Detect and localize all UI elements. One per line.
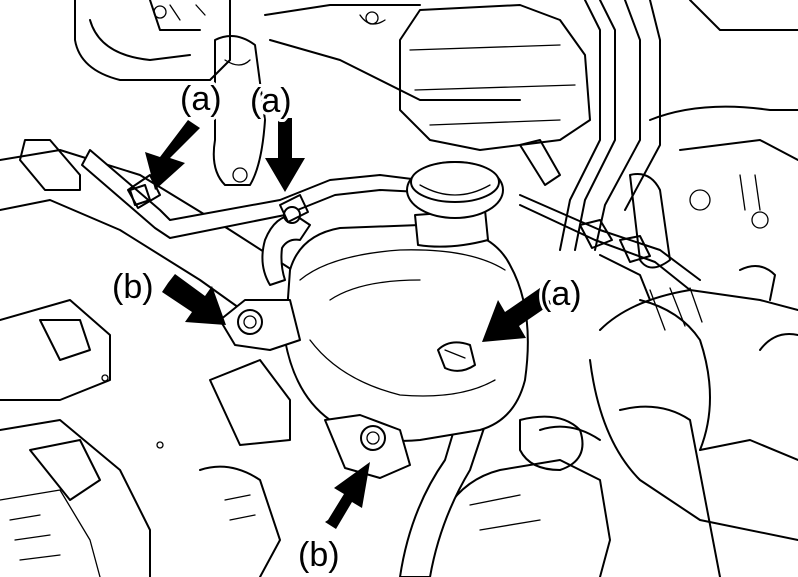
callout-label-b1: (b) bbox=[112, 268, 154, 306]
callout-label-b2: (b) bbox=[298, 536, 340, 574]
hose-clamp-upper-mid bbox=[279, 194, 309, 223]
arrow-b2 bbox=[325, 462, 370, 529]
arrow-a3 bbox=[482, 288, 554, 342]
arrow-a1 bbox=[145, 120, 200, 190]
arrow-a2 bbox=[265, 118, 305, 192]
arrow-b1 bbox=[162, 274, 226, 325]
callout-label-a1: (a) bbox=[180, 80, 222, 118]
callout-label-a3: (a) bbox=[540, 275, 582, 313]
coolant-pipe-upper bbox=[81, 149, 421, 239]
bolt-icon-lower bbox=[360, 425, 386, 451]
hose-clamp-upper-left bbox=[127, 174, 161, 209]
callout-label-a2: (a) bbox=[250, 82, 292, 120]
bolt-icon-left bbox=[237, 309, 263, 335]
reservoir-cap-icon bbox=[406, 161, 504, 219]
hose-clamp-right bbox=[437, 341, 476, 372]
